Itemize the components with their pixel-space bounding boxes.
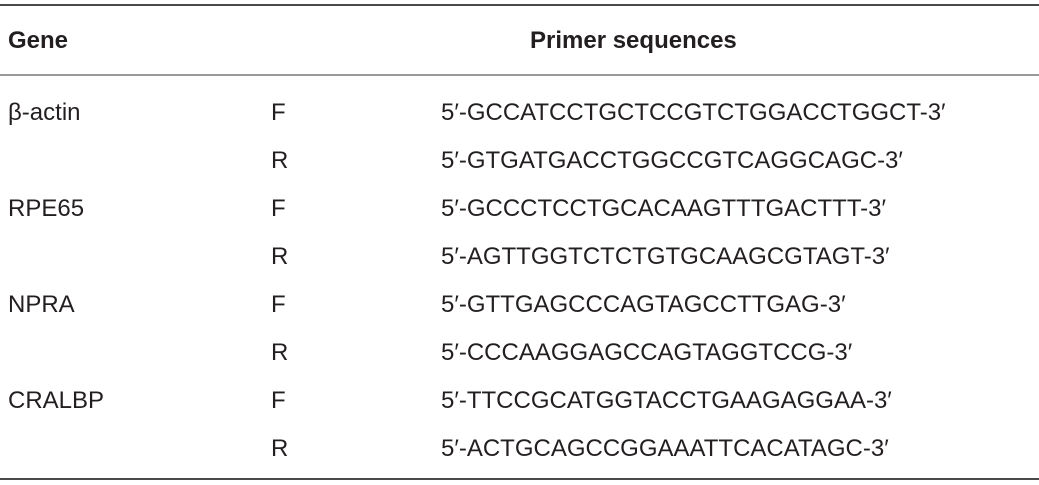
direction-cell: F xyxy=(271,291,286,318)
gene-cell: RPE65 xyxy=(8,195,85,222)
sequence-cell: 5′-GTGATGACCTGGCCGTCAGGCAGC-3′ xyxy=(441,147,903,174)
sequence-cell: 5′-GCCCTCCTGCACAAGTTTGACTTT-3′ xyxy=(441,195,886,222)
table-row: R 5′-CCCAAGGAGCCAGTAGGTCCG-3′ xyxy=(0,330,1039,376)
table-header-rule xyxy=(0,74,1039,76)
direction-cell: R xyxy=(271,339,289,366)
sequence-cell: 5′-GTTGAGCCCAGTAGCCTTGAG-3′ xyxy=(441,291,846,318)
sequence-cell: 5′-TTCCGCATGGTACCTGAAGAGGAA-3′ xyxy=(441,387,892,414)
direction-cell: F xyxy=(271,99,286,126)
sequence-cell: 5′-ACTGCAGCCGGAAATTCACATAGC-3′ xyxy=(441,435,889,462)
direction-cell: F xyxy=(271,195,286,222)
table-bottom-rule xyxy=(0,478,1039,480)
sequence-cell: 5′-GCCATCCTGCTCCGTCTGGACCTGGCT-3′ xyxy=(441,99,946,126)
gene-cell: β-actin xyxy=(8,99,81,126)
header-gene: Gene xyxy=(8,27,69,54)
direction-cell: R xyxy=(271,435,289,462)
sequence-cell: 5′-CCCAAGGAGCCAGTAGGTCCG-3′ xyxy=(441,339,853,366)
gene-cell: CRALBP xyxy=(8,387,105,414)
direction-cell: F xyxy=(271,387,286,414)
direction-cell: R xyxy=(271,147,289,174)
table-row: R 5′-ACTGCAGCCGGAAATTCACATAGC-3′ xyxy=(0,426,1039,472)
direction-cell: R xyxy=(271,243,289,270)
header-primer-sequences: Primer sequences xyxy=(530,27,737,54)
table-row: RPE65 F 5′-GCCCTCCTGCACAAGTTTGACTTT-3′ xyxy=(0,186,1039,232)
table-row: R 5′-GTGATGACCTGGCCGTCAGGCAGC-3′ xyxy=(0,138,1039,184)
gene-cell: NPRA xyxy=(8,291,75,318)
sequence-cell: 5′-AGTTGGTCTCTGTGCAAGCGTAGT-3′ xyxy=(441,243,890,270)
table-row: CRALBP F 5′-TTCCGCATGGTACCTGAAGAGGAA-3′ xyxy=(0,378,1039,424)
table-top-rule xyxy=(0,4,1039,6)
table-row: NPRA F 5′-GTTGAGCCCAGTAGCCTTGAG-3′ xyxy=(0,282,1039,328)
table-row: β-actin F 5′-GCCATCCTGCTCCGTCTGGACCTGGCT… xyxy=(0,90,1039,136)
table-row: R 5′-AGTTGGTCTCTGTGCAAGCGTAGT-3′ xyxy=(0,234,1039,280)
